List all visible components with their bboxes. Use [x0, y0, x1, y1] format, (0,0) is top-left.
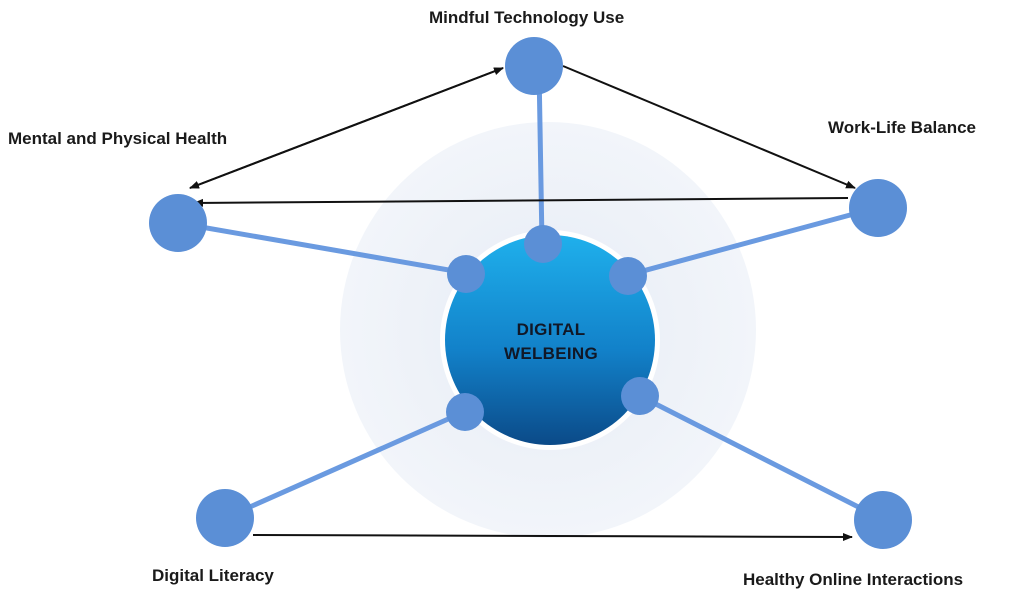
- attach-node-left: [447, 255, 485, 293]
- arrow-mindful-to-worklife: [562, 65, 856, 189]
- connector-healthy: [637, 393, 885, 522]
- arrow-mindful-to-mental: [189, 67, 504, 189]
- connector-literacy: [222, 409, 467, 521]
- connector-mindful: [536, 65, 545, 246]
- node-mental: [149, 194, 207, 252]
- connector-worklife: [625, 205, 879, 278]
- attach-node-bottom-right: [621, 377, 659, 415]
- center-title-line2: WELBEING: [503, 344, 598, 363]
- attach-node-top: [524, 225, 562, 263]
- label-mindful-technology-use: Mindful Technology Use: [429, 8, 625, 27]
- center-title-line1: DIGITAL: [516, 320, 586, 339]
- center-circle: [445, 235, 655, 445]
- label-work-life-balance: Work-Life Balance: [828, 118, 977, 137]
- label-healthy-online-interactions: Healthy Online Interactions: [743, 570, 964, 589]
- attach-node-bottom-left: [446, 393, 484, 431]
- center-title: DIGITAL WELBEING: [446, 318, 656, 366]
- arrow-literacy-to-healthy: [252, 532, 853, 541]
- connector-mental: [175, 220, 469, 276]
- outer-nodes: [149, 37, 912, 549]
- node-worklife: [849, 179, 907, 237]
- node-healthy: [854, 491, 912, 549]
- connectors: [175, 65, 885, 522]
- attachment-nodes: [446, 225, 659, 431]
- arrows: [189, 65, 856, 541]
- attach-node-right: [609, 257, 647, 295]
- node-mindful: [505, 37, 563, 95]
- label-mental-physical-health: Mental and Physical Health: [8, 129, 228, 148]
- arrow-worklife-to-mental: [193, 197, 849, 207]
- label-digital-literacy: Digital Literacy: [152, 566, 274, 585]
- node-literacy: [196, 489, 254, 547]
